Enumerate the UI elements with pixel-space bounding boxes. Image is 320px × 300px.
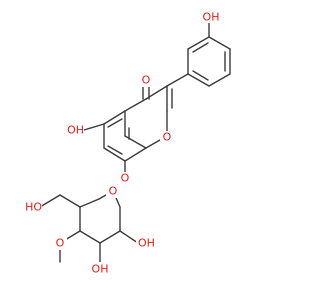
- bond: [124, 135, 147, 149]
- glycosidic-o-label: O: [121, 172, 130, 185]
- bonds: [39, 22, 231, 263]
- bond: [39, 194, 61, 208]
- structure-canvas: OH O OH O O O HO O OH OH: [20, 10, 231, 276]
- phenol-oh-label: OH: [203, 11, 220, 24]
- ketone-o-label: O: [142, 74, 151, 87]
- label-bg: [88, 262, 112, 275]
- label-bg: [106, 185, 120, 198]
- label-bg: [200, 10, 220, 23]
- bond: [107, 145, 123, 155]
- bond: [124, 98, 147, 112]
- sugar-oh-3-label: OH: [92, 263, 109, 276]
- bond: [79, 230, 101, 244]
- bond: [166, 73, 189, 87]
- bond: [103, 147, 126, 162]
- bond: [208, 36, 231, 50]
- bond: [192, 70, 209, 81]
- label-bg: [20, 200, 42, 213]
- label-bg: [160, 131, 174, 144]
- ring-o-label: O: [163, 131, 172, 144]
- atom-labels: OH O OH O O O HO O OH OH: [20, 10, 220, 276]
- bond: [59, 194, 81, 208]
- sugar-oh-2-label: OH: [138, 237, 155, 250]
- methoxy-o-label: O: [56, 237, 65, 250]
- bond: [103, 110, 126, 125]
- label-bg: [136, 237, 158, 250]
- bond: [187, 36, 210, 50]
- hydroxymethyl-ho-label: HO: [25, 201, 42, 214]
- bond: [99, 230, 121, 244]
- sugar-ring-o-label: O: [109, 185, 118, 198]
- label-bg: [53, 237, 67, 250]
- bond: [124, 147, 147, 162]
- bond: [119, 230, 139, 244]
- oh-5-label: OH: [67, 124, 84, 137]
- molecule-diagram: OH O OH O O O HO O OH OH: [20, 10, 231, 276]
- bond: [79, 198, 100, 208]
- label-bg: [62, 124, 84, 137]
- bond: [83, 123, 105, 131]
- bond: [208, 73, 231, 87]
- bond: [187, 73, 210, 87]
- label-bg: [118, 172, 132, 185]
- bond: [107, 118, 123, 128]
- bond: [192, 42, 209, 53]
- label-bg: [139, 74, 153, 87]
